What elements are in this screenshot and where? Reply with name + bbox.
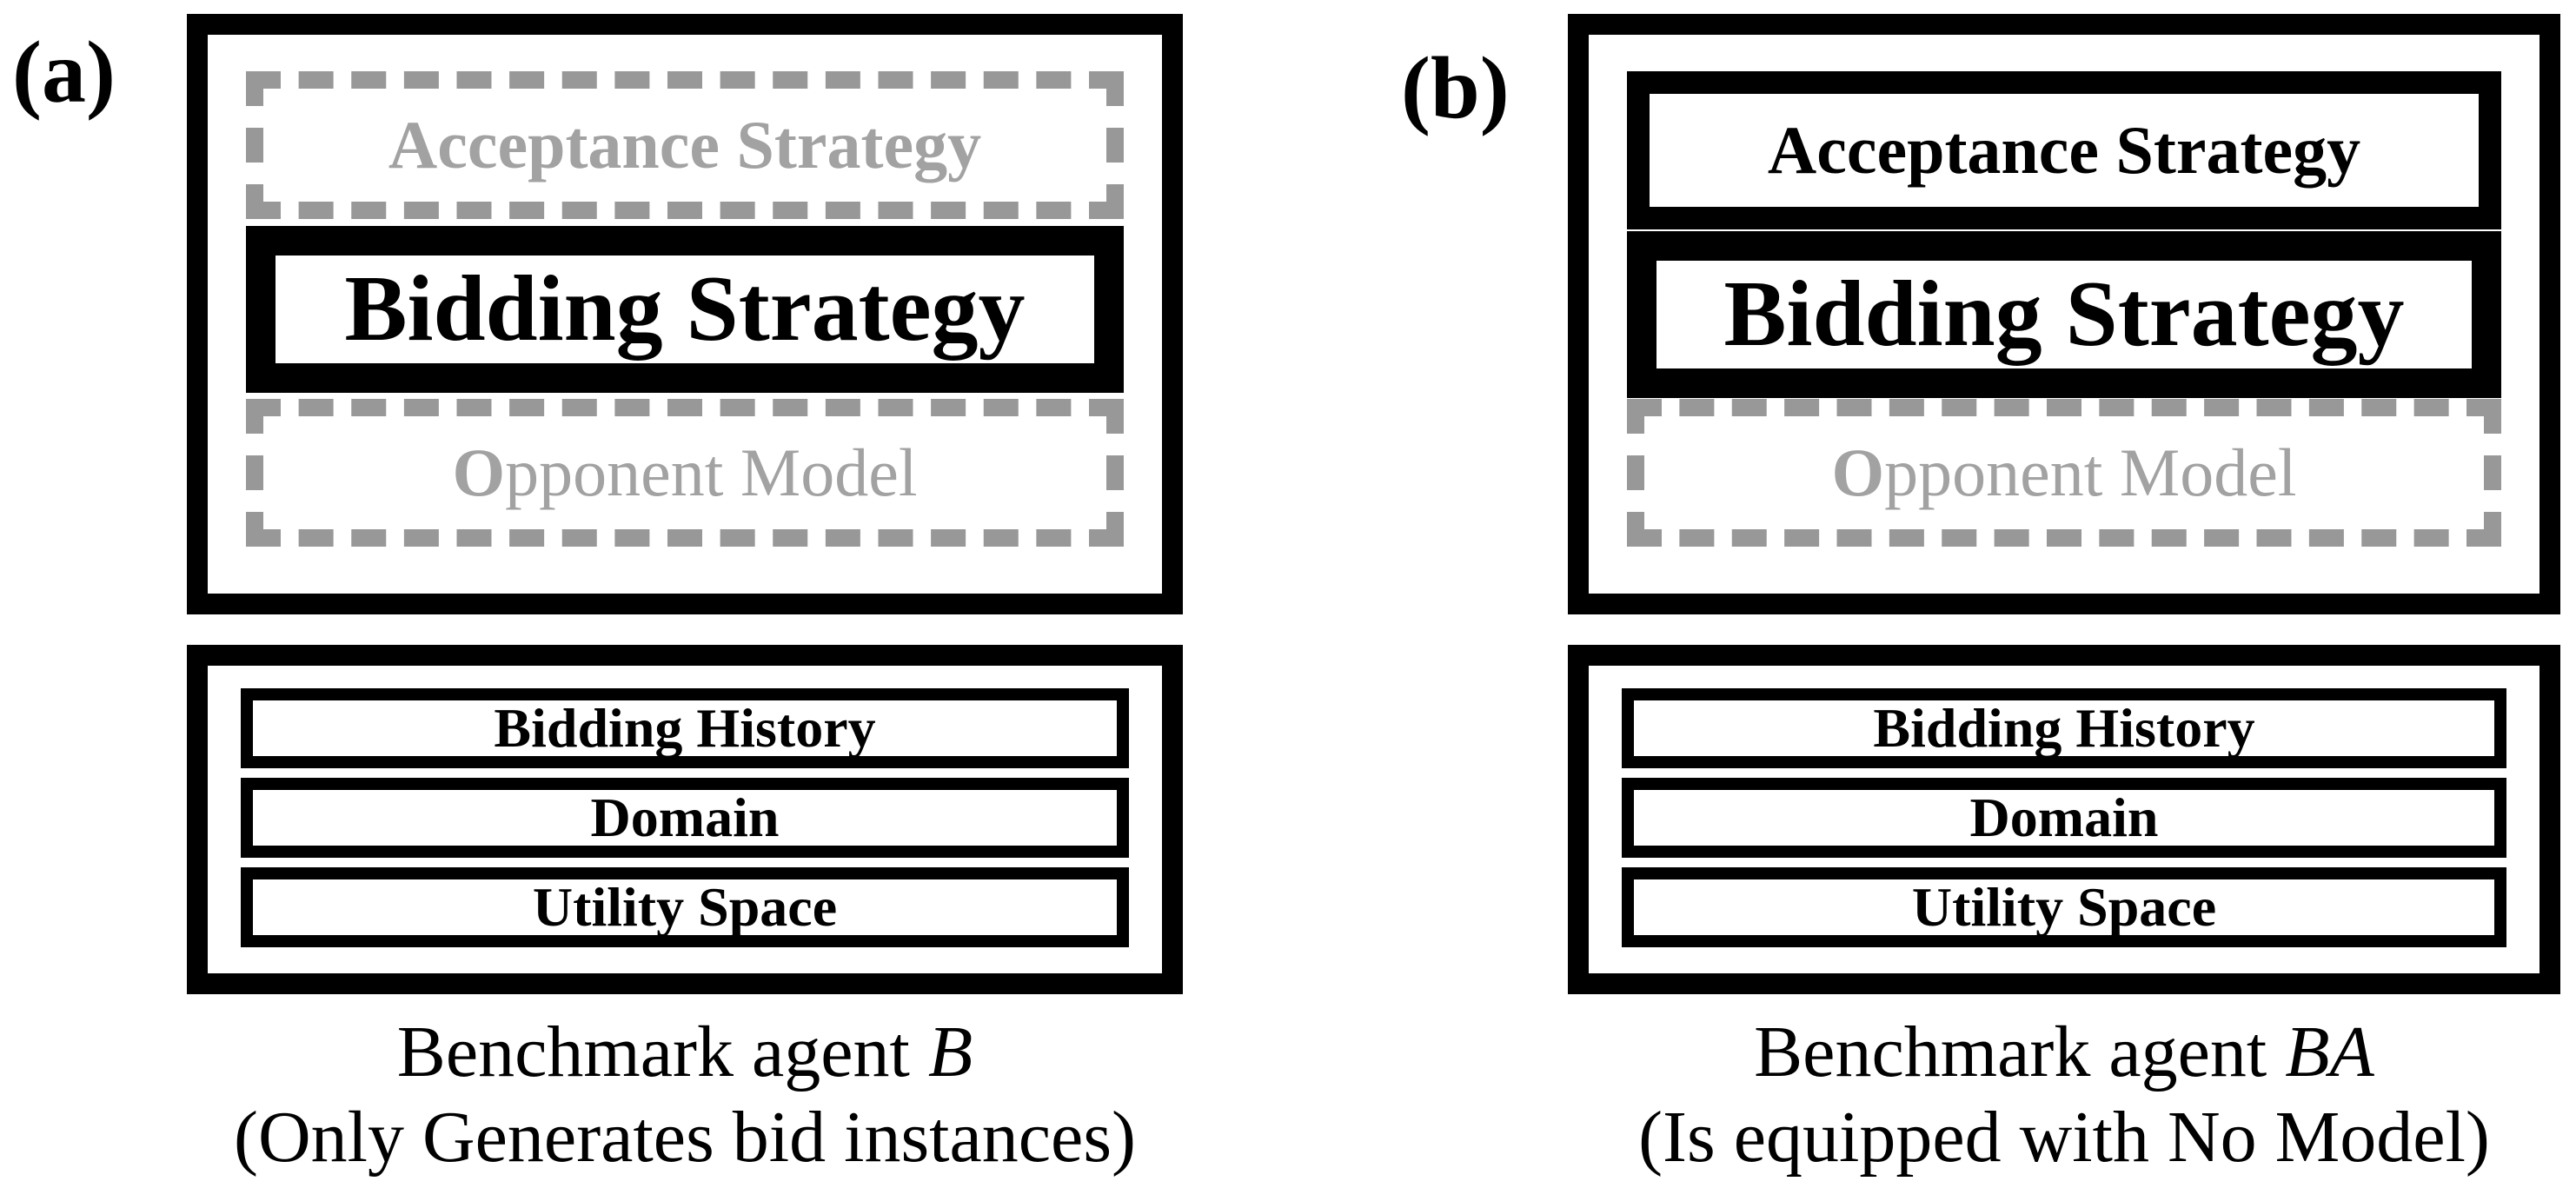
- opponent-model-box-a: Opponent Model: [246, 399, 1124, 547]
- opponent-model-label-b: Opponent Model: [1831, 434, 2296, 512]
- bidding-history-box-a: Bidding History: [241, 688, 1129, 768]
- bidding-history-box-b: Bidding History: [1622, 688, 2506, 768]
- domain-box-a: Domain: [241, 778, 1129, 858]
- caption-b-line1: Benchmark agent BA: [1568, 1010, 2560, 1095]
- agent-architecture-box-a: Acceptance Strategy Bidding Strategy Opp…: [187, 14, 1183, 614]
- caption-b: Benchmark agent BA (Is equipped with No …: [1568, 1010, 2560, 1181]
- agent-architecture-box-b: Acceptance Strategy Bidding Strategy Opp…: [1568, 14, 2560, 614]
- opponent-model-label-a: Opponent Model: [452, 434, 917, 512]
- caption-a-agent-name: B: [927, 1012, 973, 1092]
- domain-box-b: Domain: [1622, 778, 2506, 858]
- caption-a-line1: Benchmark agent B: [187, 1010, 1183, 1095]
- opponent-model-label-lead-b: O: [1831, 435, 1885, 510]
- utility-space-box-b: Utility Space: [1622, 867, 2506, 947]
- acceptance-strategy-label-b: Acceptance Strategy: [1767, 112, 2361, 188]
- bidding-strategy-box-b: Bidding Strategy: [1627, 230, 2501, 398]
- bidding-strategy-box-a: Bidding Strategy: [246, 225, 1124, 393]
- panel-a-label: (a): [12, 23, 116, 122]
- opponent-model-label-rest-b: pponent Model: [1884, 435, 2297, 510]
- caption-a-line2: (Only Generates bid instances): [234, 1097, 1136, 1178]
- utility-space-box-a: Utility Space: [241, 867, 1129, 947]
- caption-b-line2: (Is equipped with No Model): [1638, 1097, 2490, 1178]
- opponent-model-box-b: Opponent Model: [1627, 399, 2501, 547]
- opponent-model-label-lead-a: O: [452, 435, 506, 510]
- caption-b-prefix: Benchmark agent: [1754, 1012, 2286, 1092]
- acceptance-strategy-label-a: Acceptance Strategy: [388, 107, 982, 183]
- panel-b-label: (b): [1401, 39, 1510, 137]
- caption-b-agent-name: BA: [2285, 1012, 2374, 1092]
- caption-a: Benchmark agent B (Only Generates bid in…: [187, 1010, 1183, 1181]
- environment-box-b: Bidding History Domain Utility Space: [1568, 645, 2560, 994]
- bidding-strategy-label-a: Bidding Strategy: [344, 256, 1026, 361]
- acceptance-strategy-box-a: Acceptance Strategy: [246, 71, 1124, 219]
- bidding-strategy-label-b: Bidding Strategy: [1723, 262, 2405, 366]
- acceptance-strategy-box-b: Acceptance Strategy: [1627, 71, 2501, 229]
- opponent-model-label-rest-a: pponent Model: [505, 435, 918, 510]
- caption-a-prefix: Benchmark agent: [396, 1012, 928, 1092]
- environment-box-a: Bidding History Domain Utility Space: [187, 645, 1183, 994]
